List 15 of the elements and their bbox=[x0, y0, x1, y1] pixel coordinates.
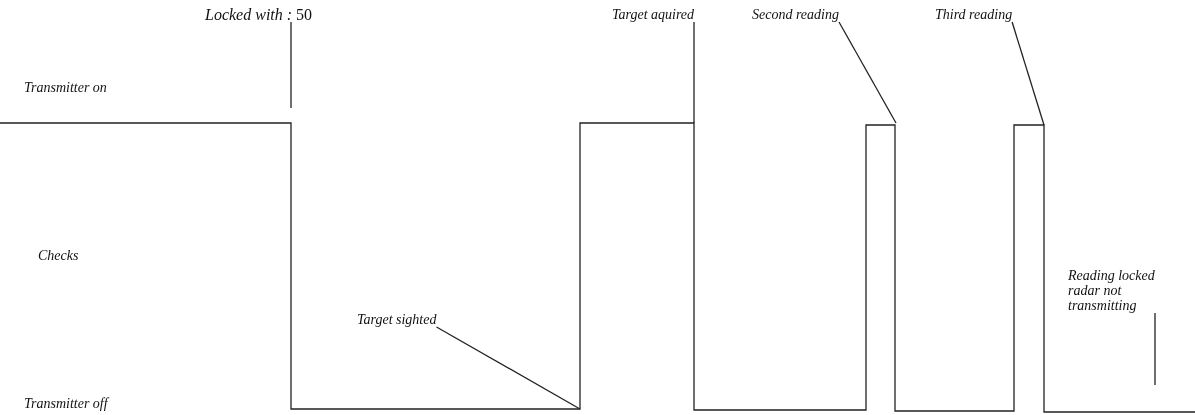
callout-text: Second reading bbox=[752, 7, 839, 22]
leader-line bbox=[1154, 312, 1156, 386]
callout-text: Target aquired bbox=[612, 7, 695, 22]
callout-text: Locked with : 50 bbox=[205, 7, 313, 22]
callout-text: Target sighted bbox=[357, 312, 437, 327]
level-label: Checks bbox=[38, 248, 79, 263]
leader-line bbox=[838, 21, 897, 124]
level-label: Transmitter on bbox=[24, 80, 107, 95]
leader-line bbox=[693, 21, 695, 124]
leader-line bbox=[290, 21, 292, 109]
level-label: Transmitter off bbox=[24, 396, 108, 411]
leader-line bbox=[435, 326, 581, 410]
callout-text: Third reading bbox=[935, 7, 1013, 22]
leader-line bbox=[1011, 21, 1045, 126]
callout-text: Reading locked radar not transmitting bbox=[1068, 268, 1180, 313]
